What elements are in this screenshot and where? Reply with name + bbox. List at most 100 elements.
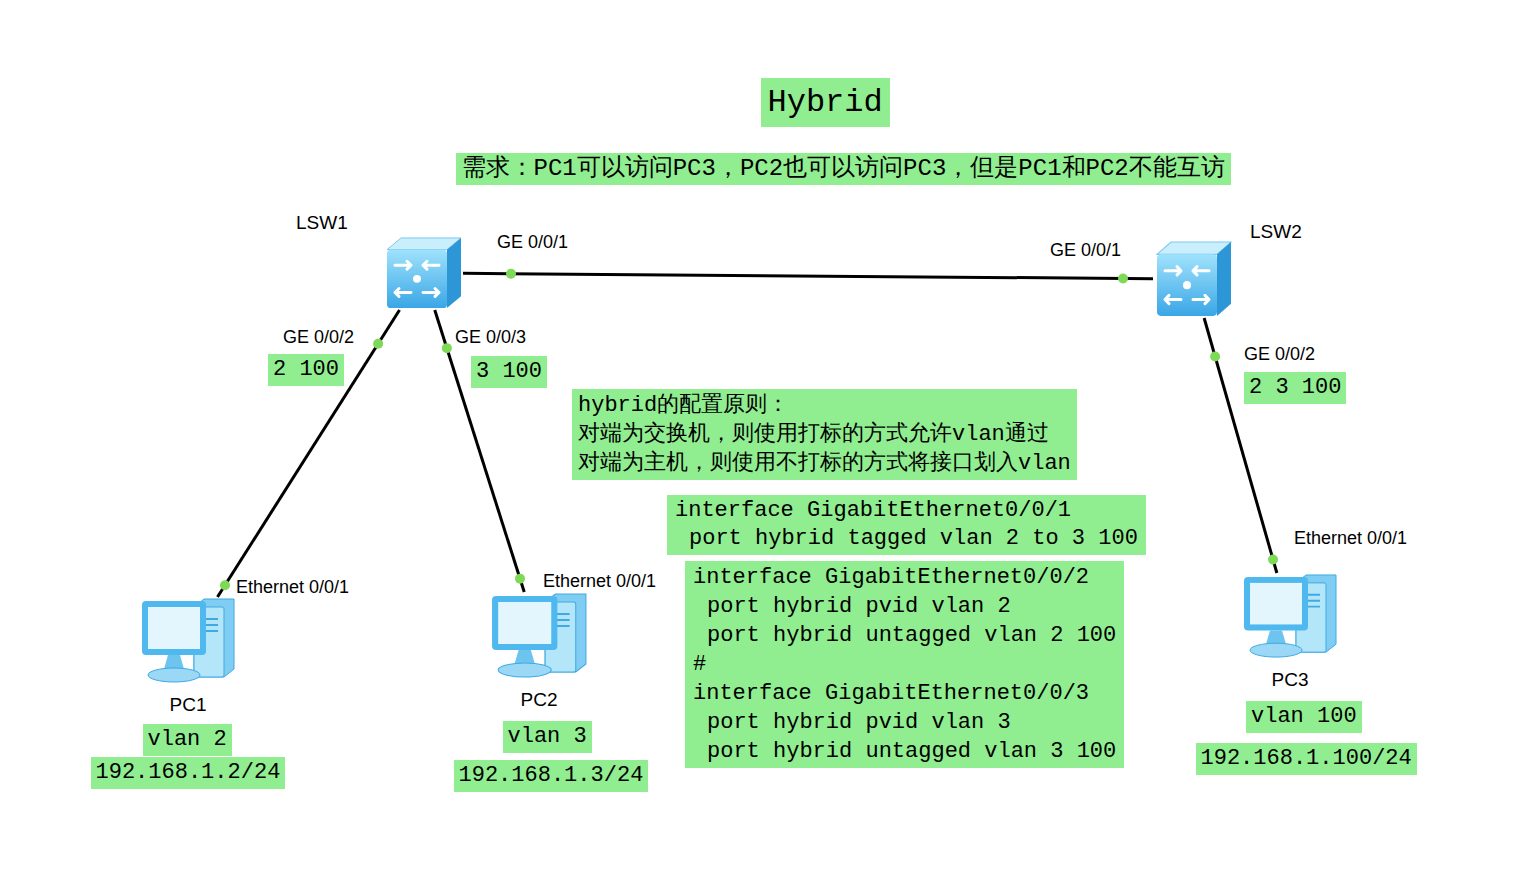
device-name: LSW2: [1250, 221, 1302, 243]
vlan-tag-text: 2 100: [273, 356, 339, 384]
switch-hub: [1183, 281, 1191, 289]
switch-drawing: [383, 236, 463, 310]
link-group: [463, 269, 1153, 284]
switch-side: [447, 238, 461, 308]
title-box: Hybrid: [761, 78, 890, 127]
switch-hub: [413, 275, 421, 283]
requirement-box: 需求：PC1可以访问PC3，PC2也可以访问PC3，但是PC1和PC2不能互访: [456, 153, 1231, 185]
port-dot: [442, 343, 452, 353]
pc-icon: PC2: [490, 592, 588, 685]
config-box-text: port hybrid tagged vlan 2 to 3 100: [689, 525, 1138, 553]
config-box-text: port hybrid untagged vlan 3 100: [707, 737, 1116, 766]
pc-drawing: [490, 592, 588, 685]
ip-tag: 192.168.1.100/24: [1196, 743, 1417, 775]
port-dot: [515, 574, 525, 584]
monitor-stand: [164, 655, 184, 669]
pc-drawing: [140, 597, 236, 690]
monitor-frame: [492, 596, 557, 650]
port-label: GE 0/0/1: [497, 232, 568, 252]
vlan-tag: vlan 100: [1246, 701, 1362, 733]
switch-front: [387, 250, 447, 308]
config-box: interface GigabitEthernet0/0/1port hybri…: [667, 495, 1146, 555]
ip-tag-text: 192.168.1.100/24: [1201, 745, 1412, 773]
vlan-tag: vlan 2: [143, 724, 232, 756]
pc-icon: PC1: [140, 597, 236, 690]
port-label: GE 0/0/1: [1050, 240, 1121, 260]
switch-arrow: [1165, 267, 1181, 275]
ip-tag-text: 192.168.1.2/24: [96, 759, 281, 787]
monitor-stand: [1266, 630, 1286, 644]
monitor-screen: [148, 607, 200, 649]
note-box-text: hybrid的配置原则：: [578, 391, 1071, 420]
note-box-text: 对端为交换机，则使用打标的方式允许vlan通过: [578, 420, 1071, 449]
port-dot: [373, 339, 383, 349]
device-name: PC2: [521, 689, 558, 711]
switch-icon: LSW2: [1153, 240, 1233, 318]
title-text: Hybrid: [768, 82, 883, 123]
switch-icon: LSW1: [383, 236, 463, 310]
link-cable: [217, 310, 399, 597]
switch-arrow: [423, 289, 439, 297]
link-cable: [435, 310, 524, 592]
config-box: interface GigabitEthernet0/0/2port hybri…: [685, 561, 1124, 768]
config-box-text: #: [693, 650, 1116, 679]
port-dot: [1268, 555, 1278, 565]
vlan-tag-text: vlan 2: [148, 726, 227, 754]
config-box-text: port hybrid pvid vlan 3: [707, 708, 1116, 737]
switch-arrow: [395, 261, 411, 269]
port-label: GE 0/0/3: [455, 327, 526, 347]
monitor-base: [498, 663, 551, 677]
monitor-screen: [498, 602, 551, 644]
port-label: Ethernet 0/0/1: [543, 571, 656, 591]
config-box-text: interface GigabitEthernet0/0/1: [675, 497, 1138, 525]
port-dot: [1210, 351, 1220, 361]
config-box-text: port hybrid pvid vlan 2: [707, 592, 1116, 621]
pc-icon: PC3: [1242, 573, 1338, 665]
vlan-tag-text: 3 100: [476, 358, 542, 386]
port-dot: [220, 580, 230, 590]
requirement-box-text: 需求：PC1可以访问PC3，PC2也可以访问PC3，但是PC1和PC2不能互访: [462, 154, 1225, 184]
pc-drawing: [1242, 573, 1338, 665]
switch-front: [1157, 254, 1217, 316]
vlan-tag-text: vlan 3: [508, 723, 587, 751]
link-group: [435, 310, 525, 592]
monitor-screen: [1250, 583, 1302, 625]
ip-tag: 192.168.1.3/24: [454, 760, 649, 792]
link-group: [217, 310, 399, 597]
switch-arrow: [423, 261, 439, 269]
vlan-tag: vlan 3: [503, 721, 592, 753]
config-box-text: interface GigabitEthernet0/0/3: [693, 679, 1116, 708]
port-dot: [1118, 273, 1128, 283]
switch-arrow: [395, 289, 411, 297]
switch-side: [1217, 242, 1231, 316]
device-name: LSW1: [296, 212, 348, 234]
port-label: GE 0/0/2: [1244, 344, 1315, 364]
port-label: Ethernet 0/0/1: [1294, 528, 1407, 548]
vlan-tag-text: vlan 100: [1251, 703, 1357, 731]
switch-arrow: [1193, 295, 1209, 303]
monitor-frame: [1244, 577, 1308, 630]
switch-arrow: [1165, 295, 1181, 303]
monitor-base: [1250, 643, 1302, 657]
config-box-text: port hybrid untagged vlan 2 100: [707, 621, 1116, 650]
monitor-frame: [142, 601, 206, 655]
monitor-stand: [515, 650, 535, 664]
vlan-tag-text: 2 3 100: [1249, 374, 1341, 402]
vlan-tag: 2 100: [268, 354, 344, 386]
monitor-base: [148, 668, 200, 682]
config-box-text: interface GigabitEthernet0/0/2: [693, 563, 1116, 592]
note-box-text: 对端为主机，则使用不打标的方式将接口划入vlan: [578, 449, 1071, 478]
link-cable: [463, 273, 1153, 278]
device-name: PC1: [170, 694, 207, 716]
ip-tag-text: 192.168.1.3/24: [459, 762, 644, 790]
vlan-tag: 3 100: [471, 356, 547, 388]
port-dot: [506, 269, 516, 279]
switch-arrow: [1193, 267, 1209, 275]
ip-tag: 192.168.1.2/24: [91, 757, 286, 789]
device-name: PC3: [1272, 669, 1309, 691]
port-label: Ethernet 0/0/1: [236, 577, 349, 597]
note-box: hybrid的配置原则：对端为交换机，则使用打标的方式允许vlan通过对端为主机…: [572, 389, 1077, 480]
port-label: GE 0/0/2: [283, 327, 354, 347]
switch-drawing: [1153, 240, 1233, 318]
